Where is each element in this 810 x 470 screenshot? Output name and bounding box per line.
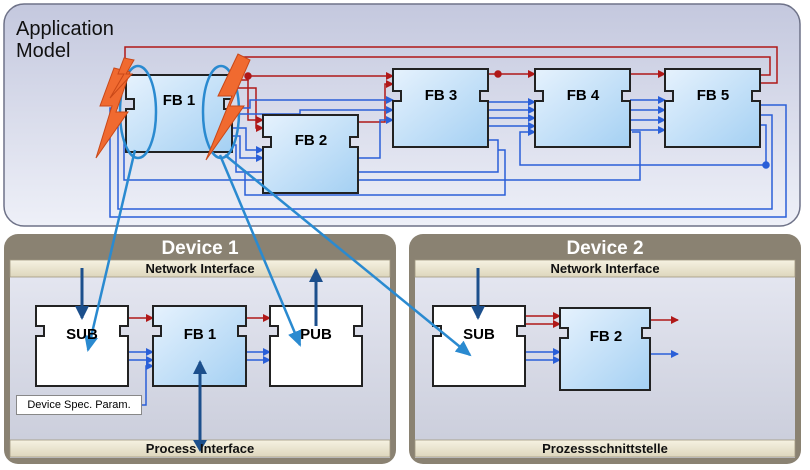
application-model-title: Application Model — [16, 18, 114, 62]
app-fb1-label: FB 1 — [162, 92, 196, 109]
app-fb4-label: FB 4 — [566, 87, 600, 104]
device1-connections — [128, 314, 271, 406]
device1-title: Device 1 — [161, 238, 239, 259]
device1-sub-block[interactable] — [35, 305, 129, 387]
device1-network-interface: Network Interface — [145, 261, 255, 276]
app-fb3-block[interactable] — [392, 68, 489, 148]
device2-network-interface: Network Interface — [550, 261, 660, 276]
device2-connections — [525, 312, 679, 364]
app-fb5-label: FB 5 — [696, 87, 730, 104]
device2-sub-block[interactable] — [432, 305, 526, 387]
device1-sub-label: SUB — [66, 326, 98, 343]
app-fb5-block[interactable] — [664, 68, 761, 148]
device1-process-interface: Process Interface — [145, 441, 255, 456]
device-spec-param-label: Device Spec. Param. — [16, 395, 142, 415]
device2-process-interface: Prozessschnittstelle — [542, 441, 668, 456]
device2-fb2-block[interactable] — [559, 307, 651, 391]
lightning-icon — [95, 53, 251, 161]
application-model-title-line2: Model — [16, 40, 71, 62]
device2-title: Device 2 — [566, 238, 644, 259]
app-fb4-block[interactable] — [534, 68, 631, 148]
device1-pub-label: PUB — [300, 326, 332, 343]
app-fb3-label: FB 3 — [424, 87, 458, 104]
device2-sub-label: SUB — [463, 326, 495, 343]
interface-arrows — [75, 268, 485, 452]
device1-fb1-label: FB 1 — [183, 326, 217, 343]
application-model-title-line1: Application — [16, 18, 114, 40]
app-fb2-label: FB 2 — [294, 132, 328, 149]
mapping-arrows — [84, 149, 472, 357]
device2-fb2-label: FB 2 — [589, 328, 623, 345]
app-fb2-block[interactable] — [262, 114, 359, 194]
device1-fb1-block[interactable] — [152, 305, 247, 387]
